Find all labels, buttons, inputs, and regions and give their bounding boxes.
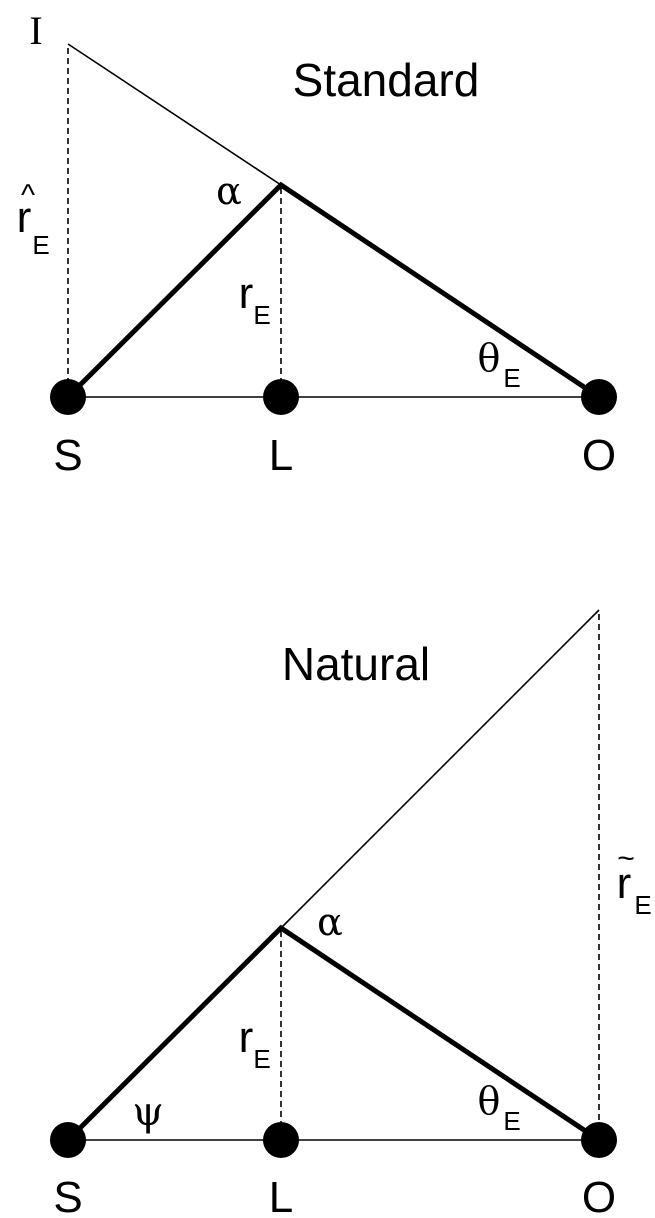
natural-lens-point: [263, 1122, 299, 1158]
image-label: I: [29, 8, 42, 53]
natural-source-point: [50, 1122, 86, 1158]
natural-observer-label: O: [582, 1173, 616, 1218]
natural-observer-point: [581, 1122, 617, 1158]
r-hat-subscript: E: [32, 230, 49, 260]
natural-theta-symbol: θ: [478, 1079, 501, 1123]
image-ray-line: [67, 43, 282, 186]
natural-theta-subscript: E: [503, 1106, 520, 1136]
standard-source-point: [50, 379, 86, 415]
standard-lens-point: [263, 379, 299, 415]
natural-title: Natural: [282, 638, 430, 690]
standard-r-subscript: E: [253, 300, 270, 330]
standard-theta-symbol: θ: [478, 336, 501, 380]
standard-observer-point: [581, 379, 617, 415]
r-tilde-e-label: ~ r E: [617, 842, 652, 920]
psi-label: ψ: [132, 1089, 163, 1135]
natural-theta-e-label: θ E: [478, 1079, 521, 1136]
standard-lens-label: L: [269, 431, 293, 480]
standard-theta-e-label: θ E: [478, 336, 521, 393]
standard-panel: Standard I ^ r E α r E θ: [17, 8, 617, 480]
standard-alpha-label: α: [216, 169, 242, 213]
standard-r-e-label: r E: [239, 269, 271, 330]
natural-r-symbol: r: [239, 1013, 254, 1062]
standard-light-path: [65, 181, 602, 400]
natural-r-e-label: r E: [239, 1013, 271, 1074]
r-tilde-subscript: E: [634, 890, 651, 920]
natural-lens-label: L: [269, 1173, 293, 1218]
standard-observer-label: O: [582, 431, 616, 480]
r-hat-accent: ^: [21, 179, 35, 212]
r-hat-symbol: r: [17, 193, 32, 242]
r-hat-e-label: ^ r E: [17, 179, 50, 260]
natural-panel: Natural α ~ r E r E ψ θ: [50, 609, 652, 1218]
natural-r-subscript: E: [253, 1044, 270, 1074]
standard-r-symbol: r: [239, 269, 254, 318]
standard-title: Standard: [293, 54, 480, 106]
extended-ray-line: [280, 609, 600, 929]
r-tilde-symbol: r: [617, 859, 632, 908]
standard-source-label: S: [53, 431, 82, 480]
natural-source-label: S: [53, 1173, 82, 1218]
standard-theta-subscript: E: [503, 363, 520, 393]
natural-light-path: [65, 924, 602, 1143]
natural-alpha-label: α: [317, 900, 343, 944]
r-tilde-accent: ~: [617, 842, 635, 875]
